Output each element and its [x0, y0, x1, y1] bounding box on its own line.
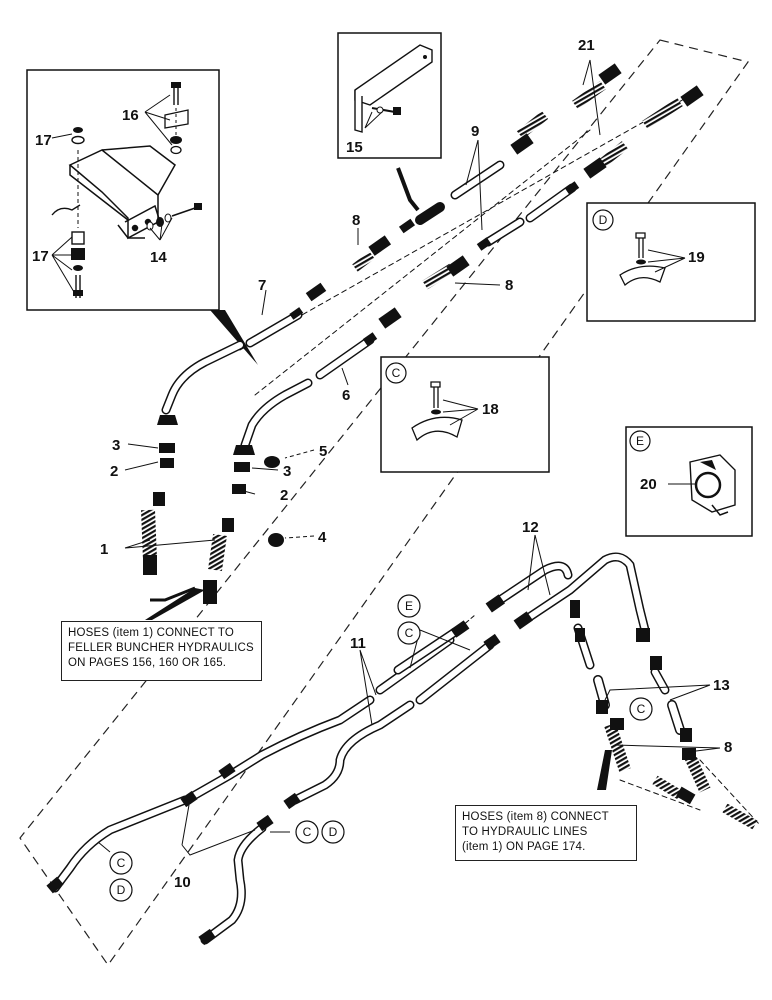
- callout-9: 9: [471, 123, 479, 140]
- letter-d-inset: D: [599, 213, 608, 227]
- callout-4: 4: [318, 529, 327, 546]
- note-feller-buncher: HOSES (item 1) CONNECT TO FELLER BUNCHER…: [61, 621, 262, 681]
- callout-21: 21: [578, 37, 595, 54]
- lower-fittings: [46, 594, 758, 946]
- letter-d-left: D: [117, 883, 126, 897]
- letter-c-inset: C: [392, 366, 401, 380]
- callout-18: 18: [482, 401, 499, 418]
- callout-8a: 8: [352, 212, 360, 229]
- letter-e-inset: E: [636, 434, 644, 448]
- callout-3b: 3: [283, 463, 291, 480]
- note-hydraulic-line-1: HOSES (item 8) CONNECT: [462, 811, 609, 823]
- letter-c-13: C: [637, 702, 646, 716]
- callout-6: 6: [342, 387, 350, 404]
- letter-e-main: E: [405, 599, 413, 613]
- left-fittings: 1 2 3 2 3 4 5 6 7: [100, 277, 350, 604]
- letter-d-mid: D: [329, 825, 338, 839]
- inset-c-box: C 18: [380, 356, 550, 473]
- callout-1: 1: [100, 541, 108, 558]
- upper-hoses: [289, 63, 704, 346]
- callout-20: 20: [640, 476, 657, 493]
- upper-lines: [161, 89, 701, 450]
- callout-14: 14: [150, 249, 167, 266]
- bracket-drawing: [68, 145, 176, 240]
- note-feller-line-3: ON PAGES 156, 160 OR 165.: [68, 657, 227, 669]
- letter-circles: [109, 594, 653, 902]
- callout-17b: 17: [32, 248, 49, 265]
- note-hydraulic-line-2: TO HYDRAULIC LINES: [462, 826, 588, 838]
- inset-15-box: 15: [337, 32, 442, 212]
- callout-3a: 3: [112, 437, 120, 454]
- letter-c-left: C: [117, 856, 126, 870]
- callout-8c: 8: [724, 739, 732, 756]
- inset-bracket-box: 17 17 16 14: [26, 69, 258, 365]
- letter-c-mid: C: [303, 825, 312, 839]
- callout-13: 13: [713, 677, 730, 694]
- note-feller-line-1: HOSES (item 1) CONNECT TO: [68, 627, 235, 639]
- callout-16: 16: [122, 107, 139, 124]
- note-hydraulic-lines: HOSES (item 8) CONNECT TO HYDRAULIC LINE…: [455, 805, 637, 861]
- inset-d-box: D 19: [586, 202, 756, 322]
- callout-17a: 17: [35, 132, 52, 149]
- callout-12: 12: [522, 519, 539, 536]
- callout-15: 15: [346, 139, 363, 156]
- callout-7: 7: [258, 277, 266, 294]
- callout-2a: 2: [110, 463, 118, 480]
- lower-lines: [50, 552, 761, 945]
- callout-19: 19: [688, 249, 705, 266]
- inset-e-box: E 20: [625, 426, 753, 537]
- assembly-boundary: [19, 39, 749, 967]
- callout-2b: 2: [280, 487, 288, 504]
- callout-10: 10: [174, 874, 191, 891]
- callout-11: 11: [350, 635, 366, 652]
- note-feller-line-2: FELLER BUNCHER HYDRAULICS: [68, 642, 254, 654]
- note-hydraulic-line-3: (item 1) ON PAGE 174.: [462, 841, 586, 853]
- callout-5: 5: [319, 443, 327, 460]
- callout-8b: 8: [505, 277, 513, 294]
- letter-c-main: C: [405, 626, 414, 640]
